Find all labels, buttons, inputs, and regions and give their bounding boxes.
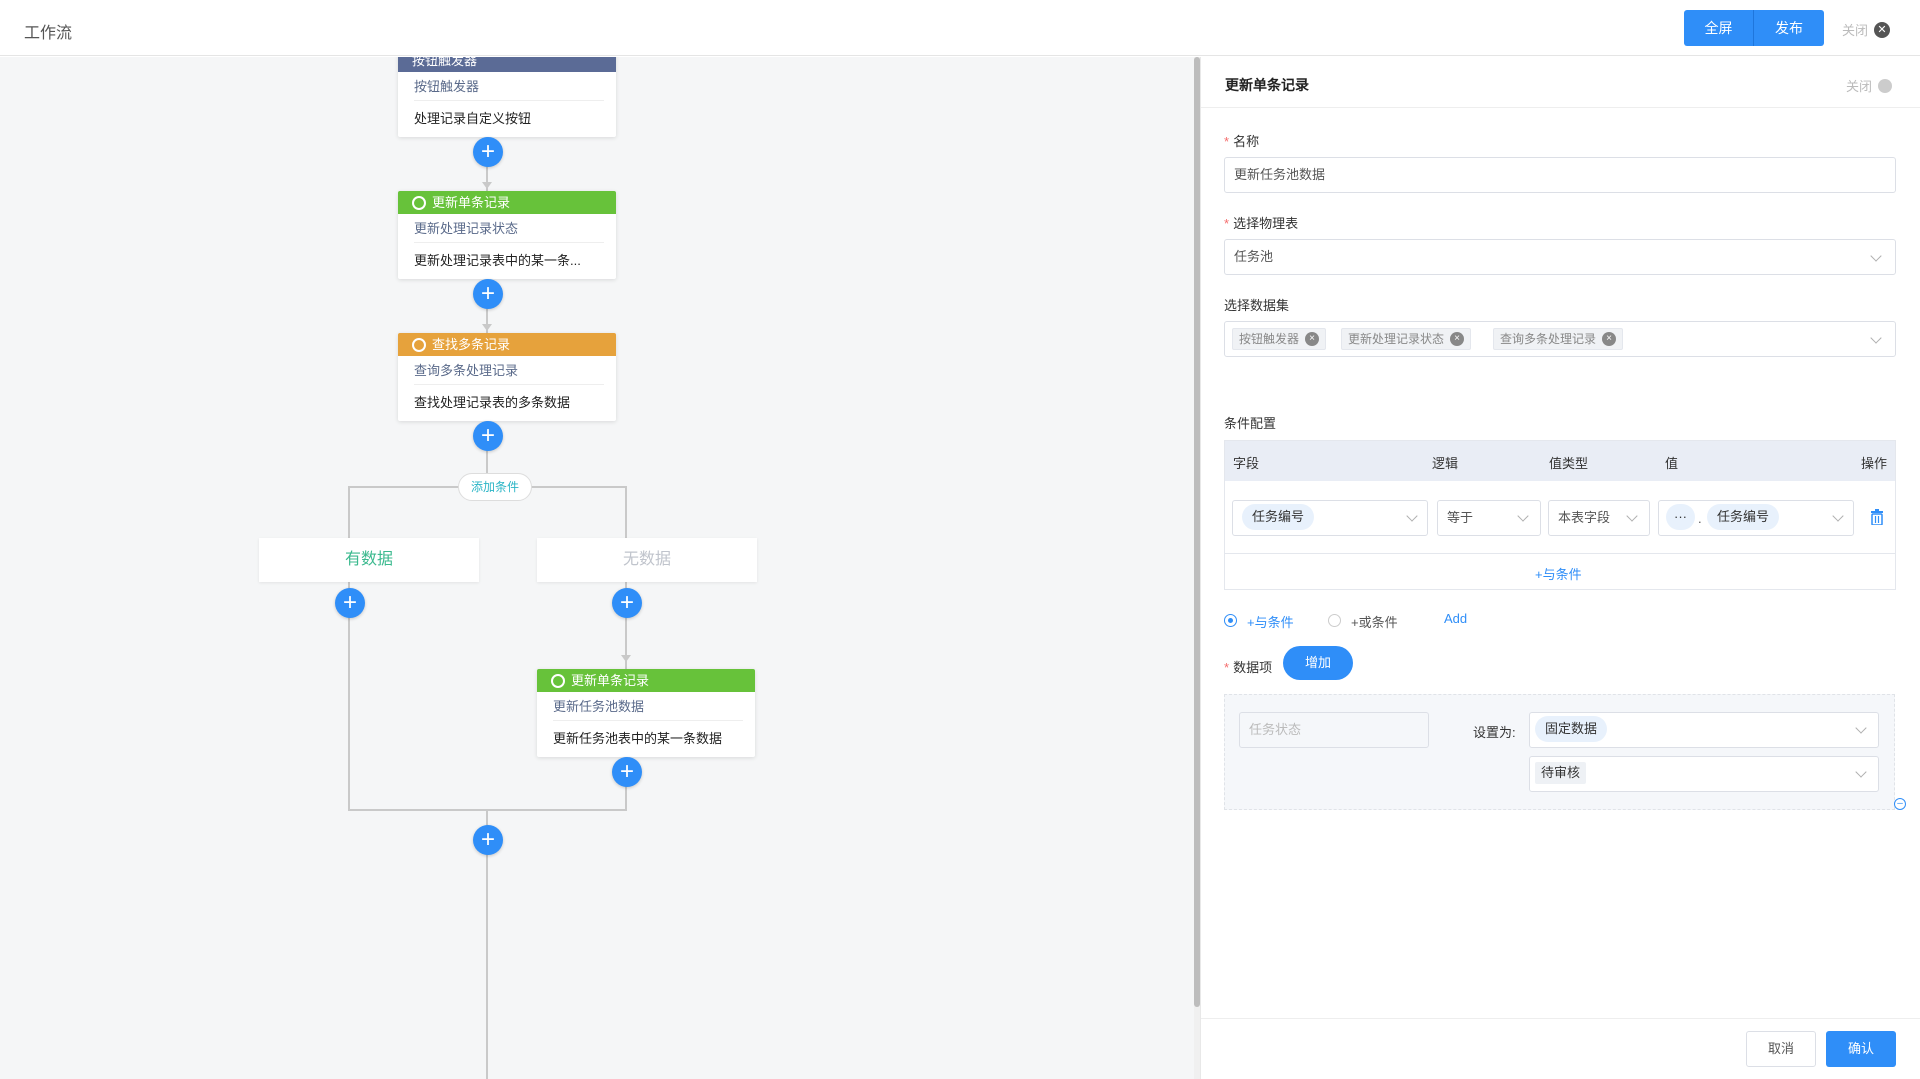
col-field: 字段 bbox=[1233, 456, 1260, 471]
value-prefix-chip: ··· bbox=[1666, 504, 1695, 530]
node-header: 更新单条记录 bbox=[537, 669, 755, 692]
or-condition-radio[interactable] bbox=[1328, 614, 1341, 627]
data-item-value-select[interactable] bbox=[1529, 756, 1879, 792]
physical-table-select[interactable]: 任务池 bbox=[1224, 239, 1896, 275]
publish-button[interactable]: 发布 bbox=[1754, 10, 1824, 46]
add-node-button[interactable]: + bbox=[473, 137, 503, 167]
workflow-node-find-records[interactable]: 查找多条记录 查询多条处理记录 查找处理记录表的多条数据 bbox=[398, 333, 616, 421]
add-node-button[interactable]: + bbox=[612, 757, 642, 787]
panel-header: 更新单条记录 关闭 bbox=[1201, 57, 1920, 108]
col-action: 操作 bbox=[1861, 456, 1888, 471]
workflow-node-update-task-pool[interactable]: 更新单条记录 更新任务池数据 更新任务池表中的某一条数据 bbox=[537, 669, 755, 757]
col-logic: 逻辑 bbox=[1432, 456, 1459, 471]
node-type-label: 按钮触发器 bbox=[412, 57, 478, 68]
workflow-node-update-record[interactable]: 更新单条记录 更新处理记录状态 更新处理记录表中的某一条... bbox=[398, 191, 616, 279]
add-data-item-button[interactable]: 增加 bbox=[1283, 646, 1353, 680]
app-title: 工作流 bbox=[24, 25, 73, 42]
condition-table: 字段 逻辑 值类型 值 操作 bbox=[1224, 440, 1896, 590]
add-condition-button[interactable]: 添加条件 bbox=[458, 473, 532, 501]
close-icon: ✕ bbox=[1874, 21, 1891, 38]
node-name: 更新任务池数据 bbox=[553, 692, 743, 721]
panel-title: 更新单条记录 bbox=[1225, 77, 1309, 93]
workflow-node-trigger[interactable]: 按钮触发器 按钮触发器 处理记录自定义按钮 bbox=[398, 57, 616, 137]
add-node-button[interactable]: + bbox=[473, 421, 503, 451]
dataset-label: 选择数据集 bbox=[1224, 298, 1290, 313]
add-node-button[interactable]: + bbox=[335, 588, 365, 618]
panel-close-button[interactable]: 关闭 bbox=[1846, 76, 1893, 95]
search-icon bbox=[412, 337, 426, 352]
canvas-scrollbar[interactable] bbox=[1194, 57, 1200, 1079]
add-and-condition-link[interactable]: +与条件 bbox=[1535, 567, 1582, 582]
condition-logic-select[interactable]: 等于 bbox=[1437, 500, 1541, 536]
node-header: 更新单条记录 bbox=[398, 191, 616, 214]
node-type-label: 更新单条记录 bbox=[571, 673, 650, 688]
close-label: 关闭 bbox=[1842, 23, 1869, 38]
add-node-button[interactable]: + bbox=[473, 279, 503, 309]
refresh-icon bbox=[412, 195, 426, 210]
value-chip: 任务编号 bbox=[1707, 504, 1780, 530]
node-header: 查找多条记录 bbox=[398, 333, 616, 356]
node-desc: 查找处理记录表的多条数据 bbox=[414, 395, 571, 410]
field-chip: 任务编号 bbox=[1242, 504, 1315, 530]
node-config-panel: 更新单条记录 关闭 bbox=[1200, 57, 1920, 1079]
tag-close-icon[interactable]: × bbox=[1450, 332, 1465, 346]
refresh-icon bbox=[551, 673, 565, 688]
and-condition-radio[interactable] bbox=[1224, 614, 1237, 627]
workflow-canvas[interactable]: 按钮触发器 按钮触发器 处理记录自定义按钮 + 更新单条记录 更新处理记录状态 … bbox=[0, 57, 1194, 1079]
delete-icon[interactable] bbox=[1870, 509, 1884, 526]
name-label: *名称 bbox=[1224, 134, 1260, 149]
tag-close-icon[interactable]: × bbox=[1305, 332, 1320, 346]
node-name: 按钮触发器 bbox=[414, 72, 604, 101]
node-header: 按钮触发器 bbox=[398, 57, 616, 72]
node-name: 查询多条处理记录 bbox=[414, 356, 604, 385]
condition-config-label: 条件配置 bbox=[1224, 416, 1277, 431]
col-value: 值 bbox=[1665, 456, 1679, 471]
dataset-tag: 更新处理记录状态× bbox=[1341, 328, 1472, 350]
data-item-field-input[interactable]: 任务状态 bbox=[1239, 712, 1429, 748]
fullscreen-button[interactable]: 全屏 bbox=[1684, 10, 1754, 46]
condition-value-type-select[interactable]: 本表字段 bbox=[1548, 500, 1650, 536]
close-icon bbox=[1878, 78, 1893, 93]
dataset-tag: 查询多条处理记录× bbox=[1493, 328, 1624, 350]
close-button[interactable]: 关闭 ✕ bbox=[1842, 20, 1891, 39]
node-desc: 处理记录自定义按钮 bbox=[414, 111, 532, 126]
set-as-label: 设置为: bbox=[1473, 725, 1516, 740]
add-node-button[interactable]: + bbox=[473, 825, 503, 855]
branch-no-data[interactable]: 无数据 bbox=[537, 538, 757, 582]
node-desc: 更新处理记录表中的某一条... bbox=[414, 253, 581, 268]
data-item-label: *数据项 bbox=[1224, 660, 1273, 675]
dataset-tag: 按钮触发器× bbox=[1232, 328, 1327, 350]
col-value-type: 值类型 bbox=[1549, 456, 1589, 471]
physical-table-label: *选择物理表 bbox=[1224, 216, 1299, 231]
node-name: 更新处理记录状态 bbox=[414, 214, 604, 243]
name-input[interactable]: 更新任务池数据 bbox=[1224, 157, 1896, 193]
node-type-label: 更新单条记录 bbox=[432, 195, 511, 210]
value-separator: . bbox=[1698, 511, 1702, 526]
node-desc: 更新任务池表中的某一条数据 bbox=[553, 731, 723, 746]
and-condition-label[interactable]: +与条件 bbox=[1247, 615, 1294, 630]
tag-close-icon[interactable]: × bbox=[1602, 332, 1617, 346]
cancel-button[interactable]: 取消 bbox=[1746, 1031, 1816, 1067]
confirm-button[interactable]: 确认 bbox=[1826, 1031, 1896, 1067]
or-condition-label[interactable]: +或条件 bbox=[1351, 615, 1398, 630]
toolbar-buttons: 全屏 发布 bbox=[1684, 10, 1824, 46]
top-bar: 工作流 全屏 发布 关闭 ✕ bbox=[0, 0, 1920, 56]
node-type-label: 查找多条记录 bbox=[432, 337, 511, 352]
panel-close-label: 关闭 bbox=[1846, 79, 1873, 94]
branch-has-data[interactable]: 有数据 bbox=[259, 538, 479, 582]
add-link[interactable]: Add bbox=[1444, 611, 1468, 626]
value-tag: 待审核 bbox=[1535, 762, 1587, 784]
add-node-button[interactable]: + bbox=[612, 588, 642, 618]
scrollbar-thumb[interactable] bbox=[1194, 57, 1200, 1007]
condition-table-header: 字段 逻辑 值类型 值 操作 bbox=[1225, 441, 1895, 481]
remove-item-icon[interactable]: – bbox=[1894, 798, 1906, 810]
mode-chip: 固定数据 bbox=[1535, 716, 1608, 742]
